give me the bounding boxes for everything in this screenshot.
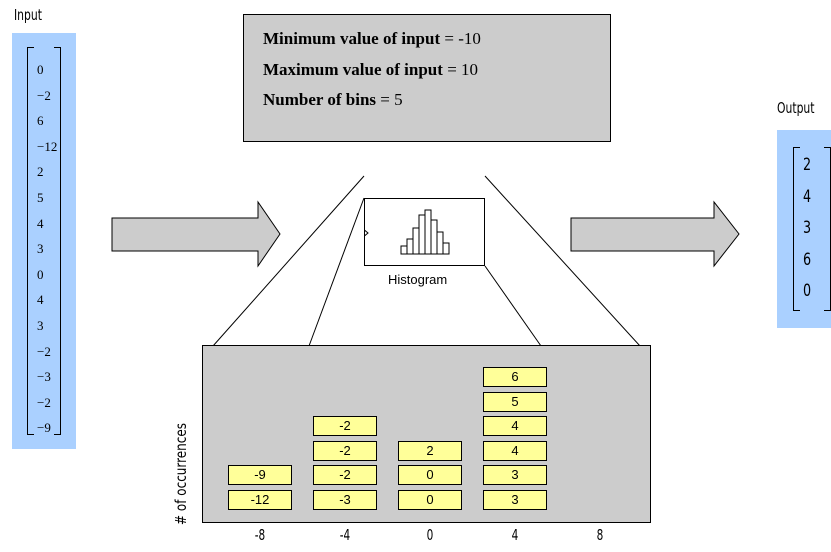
bin-cell: -12 — [228, 489, 292, 510]
input-value: −9 — [37, 420, 51, 436]
histogram-caption: Histogram — [388, 272, 448, 287]
bin-cell: -2 — [313, 416, 377, 436]
zoom-line — [484, 265, 542, 347]
input-value: 2 — [37, 164, 44, 180]
left-bracket — [793, 147, 800, 311]
y-axis-label: # of occurrences — [172, 422, 190, 525]
bin-cell: 4 — [483, 416, 547, 436]
bin-cell: 0 — [398, 465, 462, 485]
bin-cell: -3 — [313, 489, 377, 510]
bin-cell: 5 — [483, 391, 547, 412]
input-value: −12 — [37, 138, 58, 154]
min-row: Minimum value of input = -10 — [263, 29, 481, 49]
min-label: Minimum value of input — [263, 29, 441, 48]
input-values: 0 −2 6 −12 2 5 4 3 0 4 3 −2 −3 −2 −9 — [37, 57, 57, 441]
bin-cell: 6 — [483, 367, 547, 387]
input-value: 4 — [37, 292, 44, 308]
output-vector: 2 4 3 6 0 — [777, 130, 831, 328]
max-row: Maximum value of input = 10 — [263, 60, 478, 80]
input-arrow — [111, 200, 281, 268]
bin-cell: -9 — [228, 465, 292, 485]
input-value: 5 — [37, 189, 44, 205]
bin-cell: 3 — [483, 465, 547, 485]
output-value: 3 — [803, 218, 812, 238]
parameters-box: Minimum value of input = -10 Maximum val… — [243, 14, 611, 142]
output-value: 0 — [803, 281, 812, 301]
zoom-line — [484, 175, 641, 347]
bin-cell: 3 — [483, 489, 547, 510]
output-values: 2 4 3 6 0 — [803, 150, 814, 308]
input-value: −2 — [37, 394, 51, 410]
input-value: −2 — [37, 87, 51, 103]
output-value: 4 — [803, 186, 812, 207]
input-value: 3 — [37, 317, 44, 333]
x-tick-label: 0 — [426, 526, 434, 544]
bin-cell: 4 — [483, 440, 547, 461]
input-label: Input — [14, 6, 42, 24]
bins-value: = 5 — [380, 90, 403, 109]
output-value: 6 — [803, 249, 812, 270]
bin-cell: 2 — [398, 440, 462, 461]
histogram-block[interactable] — [364, 198, 485, 266]
input-value: 0 — [37, 62, 44, 77]
input-value: 4 — [37, 215, 44, 231]
output-value: 2 — [803, 155, 812, 175]
output-label: Output — [777, 99, 815, 117]
right-bracket — [54, 47, 61, 435]
x-tick-label: 8 — [596, 526, 604, 544]
x-tick-label: 4 — [511, 526, 519, 544]
output-arrow — [570, 200, 740, 268]
min-value: = -10 — [444, 29, 481, 48]
zoom-line — [308, 197, 365, 347]
input-value: 3 — [37, 241, 44, 257]
input-value: 0 — [37, 266, 44, 282]
x-tick-label: -4 — [339, 526, 351, 544]
bin-cell: 0 — [398, 489, 462, 510]
max-label: Maximum value of input — [263, 60, 443, 79]
zoom-line — [212, 175, 365, 347]
max-value: = 10 — [447, 60, 479, 79]
input-vector: 0 −2 6 −12 2 5 4 3 0 4 3 −2 −3 −2 −9 — [12, 33, 76, 449]
bins-row: Number of bins = 5 — [263, 90, 403, 110]
bins-label: Number of bins — [263, 90, 377, 109]
left-bracket — [27, 47, 34, 435]
x-tick-label: -8 — [254, 526, 266, 544]
bin-cell: -2 — [313, 465, 377, 485]
bin-cell: -2 — [313, 440, 377, 461]
input-value: −3 — [37, 369, 51, 385]
histogram-icon — [364, 209, 485, 255]
input-value: −2 — [37, 343, 51, 359]
input-value: 6 — [37, 113, 44, 129]
